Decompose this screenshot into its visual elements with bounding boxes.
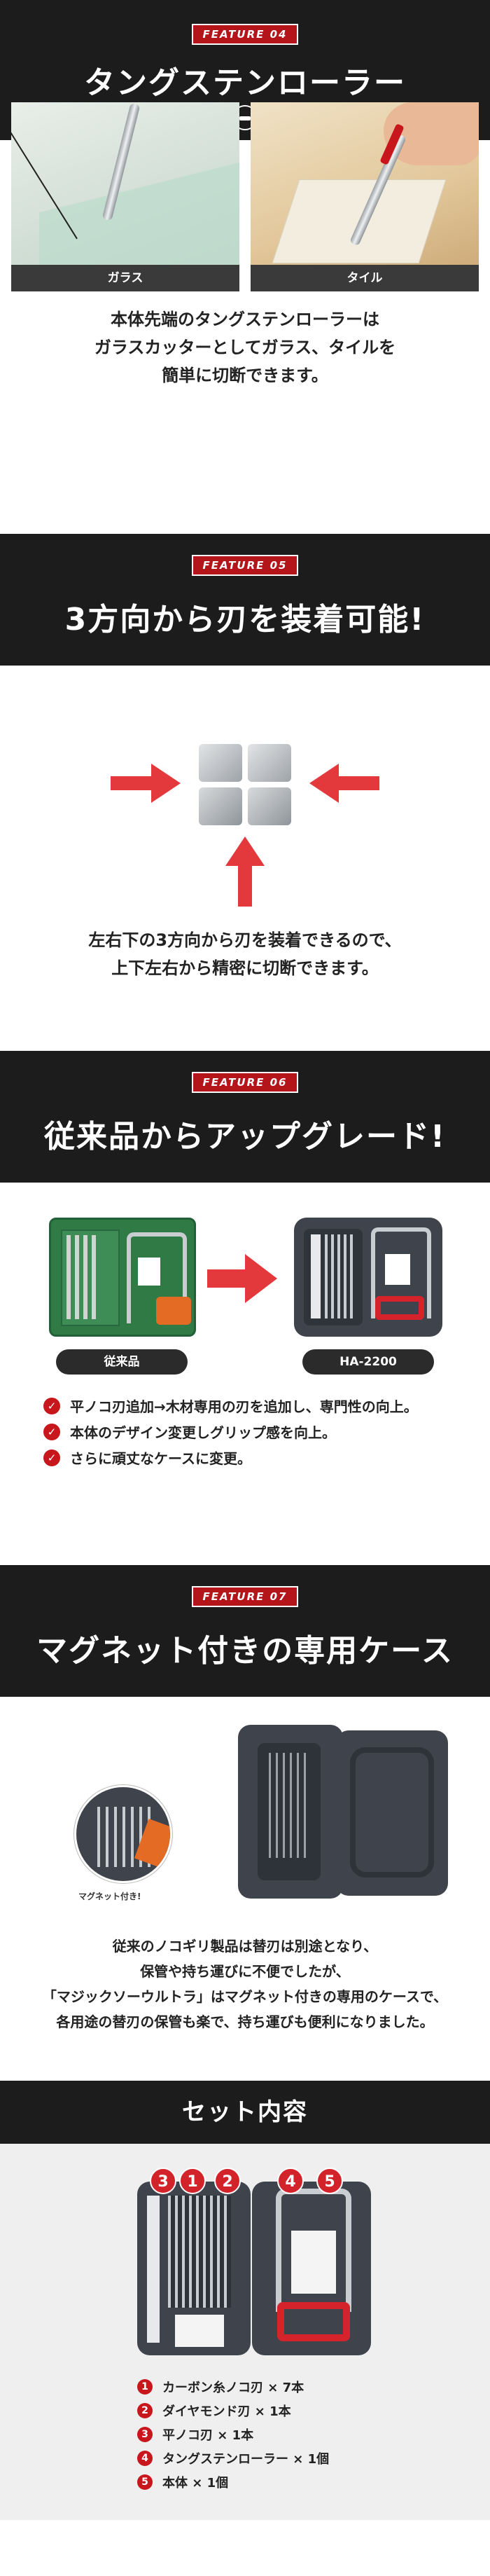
list-item: ✓ さらに頑丈なケースに変更。 — [43, 1445, 418, 1470]
feature-06-header: FEATURE 06 従来品からアップグレード! — [0, 1051, 490, 1183]
bullet-text: 本体のデザイン変更しグリップ感を向上。 — [70, 1424, 336, 1441]
magnetic-case-right — [336, 1730, 448, 1896]
glass-photo-frame: ガラス — [11, 102, 239, 291]
item-number: 3 — [137, 2427, 153, 2442]
glass-label: ガラス — [11, 265, 239, 291]
feature-badge: FEATURE 05 — [192, 555, 298, 576]
caption-line: ガラスカッターとしてガラス、タイルを — [94, 338, 396, 357]
marker-2: 2 — [214, 2168, 241, 2194]
feature-07-header: FEATURE 07 マグネット付きの専用ケース — [0, 1565, 490, 1697]
caption-line: 各用途の替刃の保管も楽で、持ち運びも便利になりました。 — [56, 2013, 434, 2030]
marker-3: 3 — [150, 2168, 176, 2194]
caption-line: 左右下の3方向から刃を装着できるので、 — [88, 930, 402, 950]
check-icon: ✓ — [43, 1397, 60, 1414]
set-case-right — [252, 2182, 371, 2355]
feature-04-caption: 本体先端のタングステンローラーは ガラスカッターとしてガラス、タイルを 簡単に切… — [0, 305, 490, 390]
set-body: 3 1 2 4 5 1 カーボン糸ノコ刃 × 7本 2 ダイヤモンド刃 × 1本 3… — [0, 2144, 490, 2520]
spacer — [0, 350, 490, 534]
feature-05-body: 左右下の3方向から刃を装着できるので、 上下左右から精密に切断できます。 — [0, 666, 490, 1051]
list-item: 4 タングステンローラー × 1個 — [137, 2446, 329, 2470]
item-number: 5 — [137, 2474, 153, 2490]
set-case-left — [137, 2182, 251, 2355]
item-text: 平ノコ刃 × 1本 — [162, 2428, 254, 2443]
item-text: ダイヤモンド刃 × 1本 — [162, 2404, 291, 2419]
list-item: 1 カーボン糸ノコ刃 × 7本 — [137, 2375, 329, 2399]
magnetic-case-left — [238, 1725, 343, 1899]
tile-label: タイル — [251, 265, 479, 291]
item-number: 1 — [137, 2379, 153, 2395]
caption-line: 上下左右から精密に切断できます。 — [111, 958, 379, 978]
blade-mount-block — [199, 744, 291, 825]
magnet-label: マグネット付き! — [78, 1892, 141, 1901]
item-text: タングステンローラー × 1個 — [162, 2452, 330, 2467]
set-title: セット内容 — [182, 2098, 308, 2126]
item-number: 2 — [137, 2403, 153, 2418]
feature-06-body: 従来品 HA-2200 ✓ 平ノコ刃追加→木材専用の刃を追加し、専門性の向上。 ✓… — [0, 1183, 490, 1565]
new-product-case — [294, 1218, 442, 1337]
list-item: 3 平ノコ刃 × 1本 — [137, 2423, 329, 2446]
list-item: ✓ 平ノコ刃追加→木材専用の刃を追加し、専門性の向上。 — [43, 1393, 418, 1419]
check-icon: ✓ — [43, 1423, 60, 1440]
feature-07-body: マグネット付き! 従来のノコギリ製品は替刃は別途となり、 保管や持ち運びに不便で… — [0, 1697, 490, 2081]
old-product-label: 従来品 — [56, 1349, 188, 1375]
arrow-right-icon — [111, 764, 181, 803]
set-header: セット内容 — [0, 2081, 490, 2144]
caption-line: 保管や持ち運びに不便でしたが、 — [140, 1963, 350, 1980]
tile-photo-frame: タイル — [251, 102, 479, 291]
list-item: 2 ダイヤモンド刃 × 1本 — [137, 2399, 329, 2423]
marker-5: 5 — [316, 2168, 343, 2194]
bullet-text: さらに頑丈なケースに変更。 — [70, 1450, 251, 1467]
feature-title: 従来品からアップグレード! — [43, 1119, 447, 1155]
caption-line: 簡単に切断できます。 — [162, 366, 328, 385]
feature-07-caption: 従来のノコギリ製品は替刃は別途となり、 保管や持ち運びに不便でしたが、 「マジッ… — [0, 1934, 490, 2034]
old-product-case — [49, 1218, 196, 1337]
marker-4: 4 — [277, 2168, 304, 2194]
item-number: 4 — [137, 2451, 153, 2466]
arrow-up-icon — [225, 836, 265, 907]
list-item: ✓ 本体のデザイン変更しグリップ感を向上。 — [43, 1419, 418, 1445]
feature-title: 3方向から刃を装着可能! — [64, 602, 426, 638]
item-text: カーボン糸ノコ刃 × 7本 — [162, 2381, 304, 2395]
caption-line: 「マジックソーウルトラ」はマグネット付きの専用のケースで、 — [42, 1988, 448, 2005]
feature-04-images: ガラス タイル 本体先端のタングステンローラーは ガラスカッターとしてガラス、タ… — [0, 102, 490, 385]
feature-05-caption: 左右下の3方向から刃を装着できるので、 上下左右から精密に切断できます。 — [0, 926, 490, 982]
feature-06-bullets: ✓ 平ノコ刃追加→木材専用の刃を追加し、専門性の向上。 ✓ 本体のデザイン変更しグリ… — [43, 1393, 418, 1470]
feature-badge: FEATURE 07 — [192, 1586, 298, 1607]
magnet-closeup — [74, 1785, 172, 1883]
arrow-right-icon — [207, 1254, 277, 1303]
check-icon: ✓ — [43, 1449, 60, 1466]
bullet-text: 平ノコ刃追加→木材専用の刃を追加し、専門性の向上。 — [70, 1398, 418, 1415]
feature-title: マグネット付きの専用ケース — [36, 1633, 454, 1669]
arrow-left-icon — [309, 764, 379, 803]
new-product-label: HA-2200 — [302, 1349, 434, 1375]
feature-05-header: FEATURE 05 3方向から刃を装着可能! — [0, 534, 490, 666]
list-item: 5 本体 × 1個 — [137, 2470, 329, 2494]
marker-1: 1 — [179, 2168, 206, 2194]
feature-title: タングステンローラー — [84, 65, 406, 101]
item-text: 本体 × 1個 — [162, 2476, 229, 2491]
feature-badge: FEATURE 04 — [192, 24, 298, 45]
caption-line: 従来のノコギリ製品は替刃は別途となり、 — [112, 1938, 378, 1955]
feature-badge: FEATURE 06 — [192, 1072, 298, 1093]
caption-line: 本体先端のタングステンローラーは — [111, 310, 379, 329]
